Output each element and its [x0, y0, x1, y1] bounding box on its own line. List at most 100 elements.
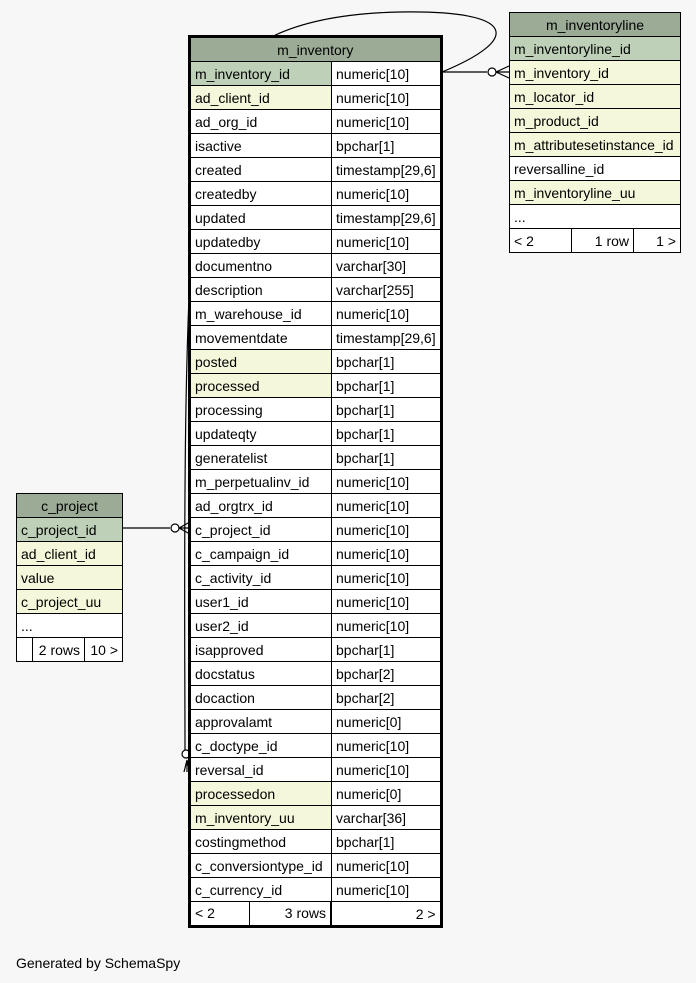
column-type: bpchar[1] — [331, 637, 442, 662]
relationship-optional-marker — [170, 523, 180, 533]
column-type: timestamp[29,6] — [331, 157, 442, 182]
column-type: bpchar[1] — [331, 421, 442, 446]
table-row: value — [16, 565, 123, 590]
column-name: m_locator_id — [509, 84, 681, 109]
table-row: ... — [509, 204, 681, 229]
table-row: m_inventory_id — [509, 60, 681, 85]
column-name: costingmethod — [189, 829, 332, 854]
column-type: numeric[10] — [331, 493, 442, 518]
column-type: numeric[10] — [331, 541, 442, 566]
column-name: m_inventory_id — [509, 60, 681, 85]
column-type: numeric[10] — [331, 877, 442, 902]
column-name: reversalline_id — [509, 156, 681, 181]
footer-parents-link[interactable]: < 2 — [509, 228, 572, 253]
column-name: ad_org_id — [189, 109, 332, 134]
column-name: m_attributesetinstance_id — [509, 132, 681, 157]
column-name: documentno — [189, 253, 332, 278]
column-name: c_conversiontype_id — [189, 853, 332, 878]
column-name: isapproved — [189, 637, 332, 662]
footer-parents-link[interactable] — [16, 637, 33, 662]
table-header: m_inventory — [189, 36, 442, 62]
footer-parents-link[interactable]: < 2 — [191, 902, 250, 925]
footer-row-count: 3 rows — [250, 902, 331, 925]
footer-children-link[interactable]: 2 > — [331, 901, 442, 927]
column-type: varchar[30] — [331, 253, 442, 278]
column-name: user1_id — [189, 589, 332, 614]
column-type: bpchar[1] — [331, 373, 442, 398]
column-name: ... — [509, 204, 681, 229]
column-name: c_project_uu — [16, 589, 123, 614]
column-name: m_warehouse_id — [189, 301, 332, 326]
column-type: bpchar[1] — [331, 397, 442, 422]
footer-children-link[interactable]: 10 > — [84, 637, 123, 662]
column-name: m_perpetualinv_id — [189, 469, 332, 494]
column-name: c_project_id — [16, 517, 123, 542]
column-type: numeric[0] — [331, 781, 442, 806]
footer-children-link[interactable]: 1 > — [633, 228, 681, 253]
column-name: m_inventory_id — [189, 61, 332, 86]
column-name: createdby — [189, 181, 332, 206]
column-name: m_product_id — [509, 108, 681, 133]
table-row: m_inventoryline_uu — [509, 180, 681, 205]
column-name: c_doctype_id — [189, 733, 332, 758]
column-type: numeric[0] — [331, 709, 442, 734]
column-type: numeric[10] — [331, 757, 442, 782]
column-type: bpchar[2] — [331, 685, 442, 710]
column-name: reversal_id — [189, 757, 332, 782]
column-name: processedon — [189, 781, 332, 806]
table-row: ... — [16, 613, 123, 638]
column-type: bpchar[1] — [331, 445, 442, 470]
column-type: numeric[10] — [331, 61, 442, 86]
column-name: updated — [189, 205, 332, 230]
column-name: ad_client_id — [16, 541, 123, 566]
column-type: numeric[10] — [331, 85, 442, 110]
column-type: varchar[255] — [331, 277, 442, 302]
column-name: m_inventoryline_id — [509, 36, 681, 61]
column-name: c_campaign_id — [189, 541, 332, 566]
table-row: m_inventoryline_id — [509, 36, 681, 61]
column-type: numeric[10] — [331, 301, 442, 326]
column-name: user2_id — [189, 613, 332, 638]
column-type: numeric[10] — [331, 517, 442, 542]
column-type: numeric[10] — [331, 733, 442, 758]
table-row: m_attributesetinstance_id — [509, 132, 681, 157]
column-type: numeric[10] — [331, 853, 442, 878]
relationship-optional-marker — [487, 67, 497, 77]
column-name: m_inventoryline_uu — [509, 180, 681, 205]
column-name: ... — [16, 613, 123, 638]
column-name: created — [189, 157, 332, 182]
column-type: bpchar[2] — [331, 661, 442, 686]
column-name: generatelist — [189, 445, 332, 470]
table-row: ad_client_id — [16, 541, 123, 566]
column-type: bpchar[1] — [331, 829, 442, 854]
column-name: ad_client_id — [189, 85, 332, 110]
table-header: c_project — [16, 493, 123, 518]
